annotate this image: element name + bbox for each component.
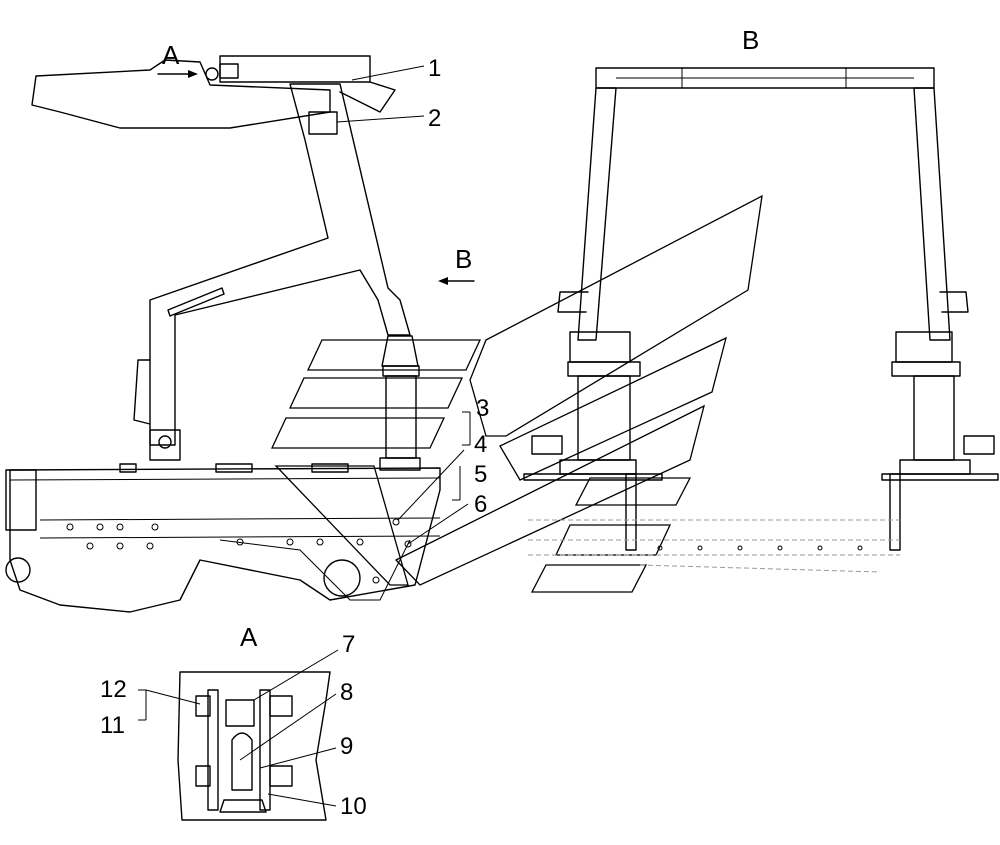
detail-nut-left-top	[195, 695, 211, 717]
callout-6: 6	[474, 491, 487, 518]
left-handle	[557, 291, 589, 313]
frame-line-2	[39, 517, 441, 521]
mount-top-plate	[219, 55, 371, 83]
view-a-arrow-label: A	[162, 40, 180, 70]
frame-end-hole	[5, 557, 31, 583]
right-bracket	[889, 473, 901, 551]
detail-nut-right-bottom	[269, 765, 293, 787]
lower-hinge-pin	[158, 435, 172, 449]
detail-a-title: A	[240, 622, 258, 652]
mount-arm	[149, 83, 411, 446]
left-collar	[567, 361, 641, 377]
hinge-bracket	[219, 63, 239, 79]
callout-8: 8	[340, 679, 353, 706]
callout-5: 5	[474, 461, 487, 488]
left-clamp	[569, 331, 631, 363]
frame-end-plate	[5, 469, 37, 531]
ghost-frame	[528, 519, 900, 573]
frame-stud	[119, 463, 137, 473]
detail-nut-left-bottom	[195, 765, 211, 787]
view-b-arrow-head	[438, 277, 448, 285]
detail-block	[225, 699, 255, 727]
detail-pin	[231, 732, 253, 791]
right-foot-plate	[881, 473, 999, 481]
view-b-arrow-label: B	[455, 244, 472, 274]
rear-outline	[219, 539, 411, 601]
callout-7: 7	[342, 631, 355, 658]
roll-bar-right-leg	[913, 87, 951, 341]
ghost-holes	[657, 545, 863, 551]
roll-bar-top	[595, 67, 935, 89]
left-foot-plate	[523, 473, 663, 481]
frame-stud-2	[215, 463, 253, 473]
callout-labels: 1 2 3 4 5 6 7 8 9 10 11 12	[100, 55, 489, 820]
left-fitting	[531, 435, 563, 455]
cab-roof-outline	[31, 59, 331, 129]
label-plate	[308, 111, 338, 135]
detail-outline	[177, 671, 331, 821]
wheel-boss	[323, 559, 361, 597]
detail-a: A	[177, 622, 331, 821]
right-fitting	[963, 435, 995, 455]
hinge-pin-detail	[205, 67, 219, 81]
leader-lines	[138, 65, 471, 807]
right-collar	[891, 361, 961, 377]
frame-line	[9, 477, 441, 481]
callout-2: 2	[428, 105, 441, 132]
side-view: A B	[5, 40, 475, 613]
callout-10: 10	[340, 793, 367, 820]
callout-3: 3	[476, 395, 489, 422]
detail-left-plate	[207, 689, 219, 811]
lower-hinge	[149, 429, 181, 461]
view-a-arrow-head	[188, 70, 198, 78]
callout-11: 11	[100, 712, 125, 739]
frame-line-3	[39, 535, 441, 539]
callout-12: 12	[100, 676, 127, 703]
cylinder-body	[385, 375, 417, 459]
detail-right-plate	[259, 689, 271, 811]
watermark-logo	[270, 194, 763, 593]
callout-1: 1	[428, 55, 441, 82]
right-cylinder	[913, 375, 955, 461]
arm-slot	[167, 287, 225, 317]
view-b-title: B	[742, 25, 759, 55]
callout-9: 9	[340, 733, 353, 760]
callout-4: 4	[474, 431, 487, 458]
plate-edge	[339, 81, 396, 113]
frame-holes	[66, 518, 412, 584]
cylinder-base	[379, 457, 421, 471]
frame-stud-3	[311, 463, 349, 473]
detail-nut-right-top	[269, 695, 293, 717]
side-handle	[133, 359, 151, 425]
frame-hull	[9, 467, 441, 613]
view-b: B	[523, 25, 999, 573]
right-base	[899, 459, 971, 475]
right-clamp	[895, 331, 953, 363]
detail-pin-base	[219, 799, 267, 813]
left-bracket	[625, 473, 637, 551]
right-handle	[939, 291, 969, 313]
cylinder-collar	[382, 365, 420, 377]
roll-bar-left-leg	[577, 87, 617, 341]
